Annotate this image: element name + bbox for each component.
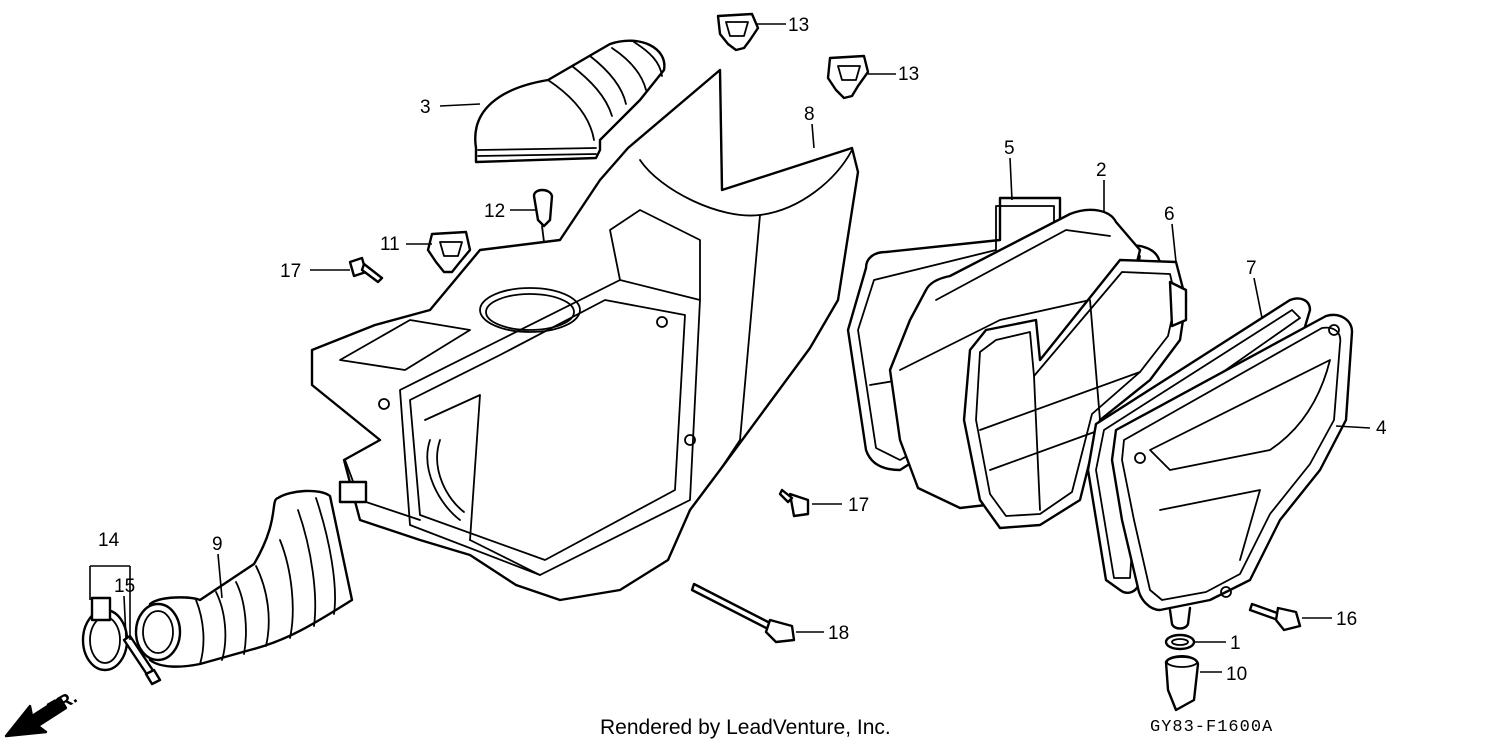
callout-11: 11 xyxy=(380,234,400,255)
callout-3: 3 xyxy=(420,97,431,118)
callout-9: 9 xyxy=(212,534,223,555)
callout-14: 14 xyxy=(98,530,120,551)
callout-13a: 13 xyxy=(788,15,809,36)
band-clamp-part xyxy=(81,596,129,672)
leader-lines xyxy=(89,23,1371,673)
callout-17a: 17 xyxy=(280,261,301,282)
clip-part-11 xyxy=(426,230,472,274)
render-credit: Rendered by LeadVenture, Inc. xyxy=(600,716,891,739)
callout-7: 7 xyxy=(1246,258,1257,279)
push-rivet-part xyxy=(532,188,554,243)
callout-13b: 13 xyxy=(898,64,919,85)
air-cleaner-cover-part xyxy=(1110,313,1354,630)
air-box-housing-part xyxy=(310,68,860,602)
bolt-part-16 xyxy=(1248,602,1302,632)
bolt-part-17a xyxy=(348,256,384,284)
callout-2: 2 xyxy=(1096,160,1107,181)
callout-1: 1 xyxy=(1230,633,1241,654)
intake-duct-part xyxy=(474,39,666,164)
bolt-part-17b xyxy=(778,488,810,518)
callout-12: 12 xyxy=(484,201,505,222)
clamp-screw-part xyxy=(122,634,162,686)
clip-part-13a xyxy=(716,12,760,52)
callout-6: 6 xyxy=(1164,204,1175,225)
drain-plug-part xyxy=(1164,655,1200,712)
drawing-code: GY83-F1600A xyxy=(1150,718,1274,737)
callout-10: 10 xyxy=(1226,664,1247,685)
callout-5: 5 xyxy=(1004,138,1015,159)
callout-17b: 17 xyxy=(848,495,869,516)
callout-8: 8 xyxy=(804,104,815,125)
clip-part-13b xyxy=(826,54,870,100)
filter-frame-part xyxy=(962,258,1188,530)
callout-4: 4 xyxy=(1376,418,1387,439)
callout-16: 16 xyxy=(1336,609,1357,630)
long-bolt-part xyxy=(690,582,796,644)
front-direction-arrow: FR. xyxy=(4,687,81,738)
callout-18: 18 xyxy=(828,623,849,644)
callout-15: 15 xyxy=(114,576,135,597)
o-ring-part xyxy=(1164,633,1196,651)
connecting-tube-part xyxy=(134,489,354,668)
